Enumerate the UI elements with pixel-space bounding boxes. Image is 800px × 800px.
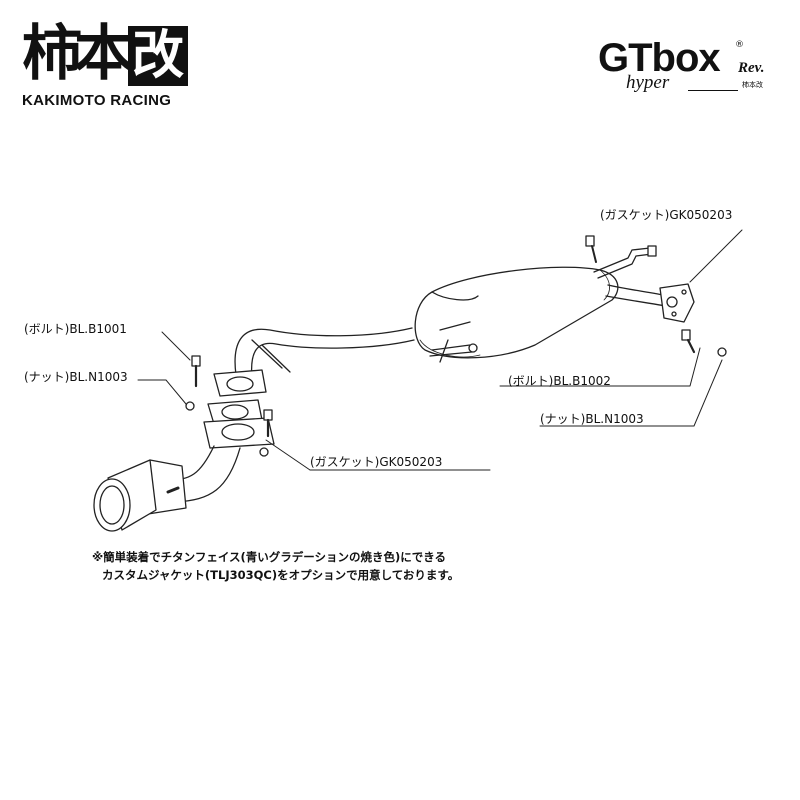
front-bolt-2 [263, 409, 273, 438]
logo-kanji-3: 改 [128, 26, 188, 86]
rev-mark: Rev. [738, 60, 765, 76]
top-bolt [585, 235, 597, 263]
muffler-hangers [429, 339, 478, 363]
tail-pipe [147, 445, 241, 515]
rear-flange [659, 283, 695, 323]
rear-bolt [681, 329, 696, 354]
front-nut-2 [259, 447, 269, 457]
label-bolt-rear: (ボルト)BL.B1002 [508, 374, 611, 388]
rear-hanger [593, 245, 657, 279]
front-flange [203, 369, 275, 449]
label-nut-rear: (ナット)BL.N1003 [540, 412, 644, 426]
label-gasket-front: (ガスケット)GK050203 [310, 455, 443, 469]
rear-nut [717, 347, 727, 357]
mid-pipe [234, 321, 471, 379]
hyper-script: hyper [626, 72, 670, 93]
logo-kanji-2: 本 [74, 19, 134, 89]
registered-mark: ® [735, 40, 744, 50]
rear-muffler [414, 266, 619, 359]
gtbox-wordmark: GTbox [598, 36, 721, 80]
brand-name: KAKIMOTO RACING [22, 92, 172, 109]
logo-underline [688, 90, 738, 91]
muffler-tip [93, 459, 180, 532]
note-line-1: ※簡単装着でチタンフェイス(青いグラデーションの焼き色)にできる [92, 550, 447, 564]
front-bolt [191, 355, 201, 388]
leader-lines [137, 229, 743, 471]
rev-sub-mark: 柿本改 [742, 81, 763, 89]
note-line-2: カスタムジャケット(TLJ303QC)をオプションで用意しております。 [102, 568, 460, 582]
option-note: ※簡単装着でチタンフェイス(青いグラデーションの焼き色)にできる カスタムジャケ… [92, 548, 459, 584]
logo-kanji-1: 柿 [22, 19, 82, 89]
label-nut-front: (ナット)BL.N1003 [24, 370, 128, 384]
kakimoto-racing-logo: 柿 本 改 KAKIMOTO RACING [22, 22, 197, 112]
gtbox-logo: GTbox ® hyper Rev. 柿本改 [598, 36, 788, 106]
label-bolt-front: (ボルト)BL.B1001 [24, 322, 127, 336]
front-nut [185, 401, 195, 411]
label-gasket-rear: (ガスケット)GK050203 [600, 208, 733, 222]
